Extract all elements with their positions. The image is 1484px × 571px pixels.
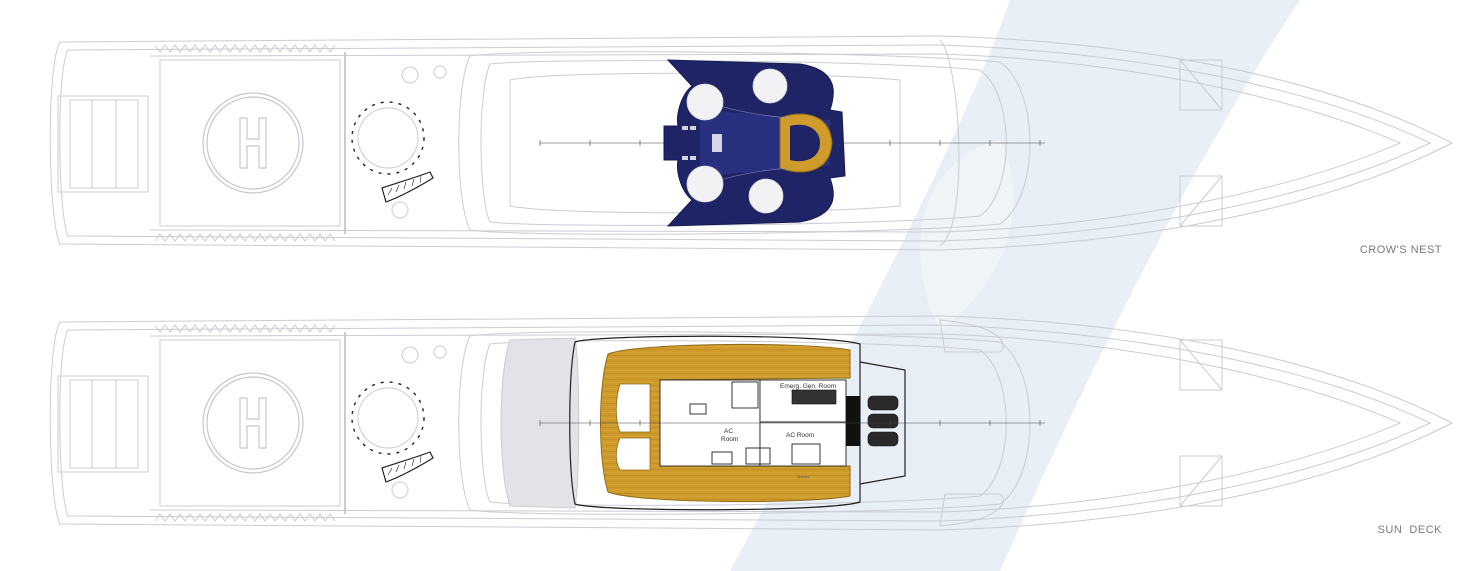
jacuzzi-icon: [867, 395, 899, 447]
shower-label: Shower: [797, 475, 810, 479]
spiral-stair-icon: [351, 101, 434, 203]
deck-label-sun-deck: SUN DECK: [1377, 524, 1442, 536]
emergency-generator-room-label: Emerg. Gen. Room: [780, 383, 836, 390]
generator-icon: [791, 389, 860, 446]
helipad-icon: [202, 372, 304, 474]
sun-lounger-icon: [686, 68, 788, 214]
ac-room-left-label-line1: AC: [724, 428, 733, 435]
ac-room-left-label-line2: Room: [721, 436, 738, 443]
spiral-stair-icon: [351, 381, 434, 483]
sun-deck-centerline: [539, 420, 1045, 426]
sun-deck-plan: [49, 315, 1454, 531]
crows-nest-plan: [49, 35, 1454, 251]
deck-label-crows-nest: CROW'S NEST: [1359, 244, 1442, 256]
ac-room-right-label: AC Room: [786, 432, 814, 439]
sun-deck-seating: [615, 383, 651, 471]
helipad-icon: [202, 92, 304, 194]
